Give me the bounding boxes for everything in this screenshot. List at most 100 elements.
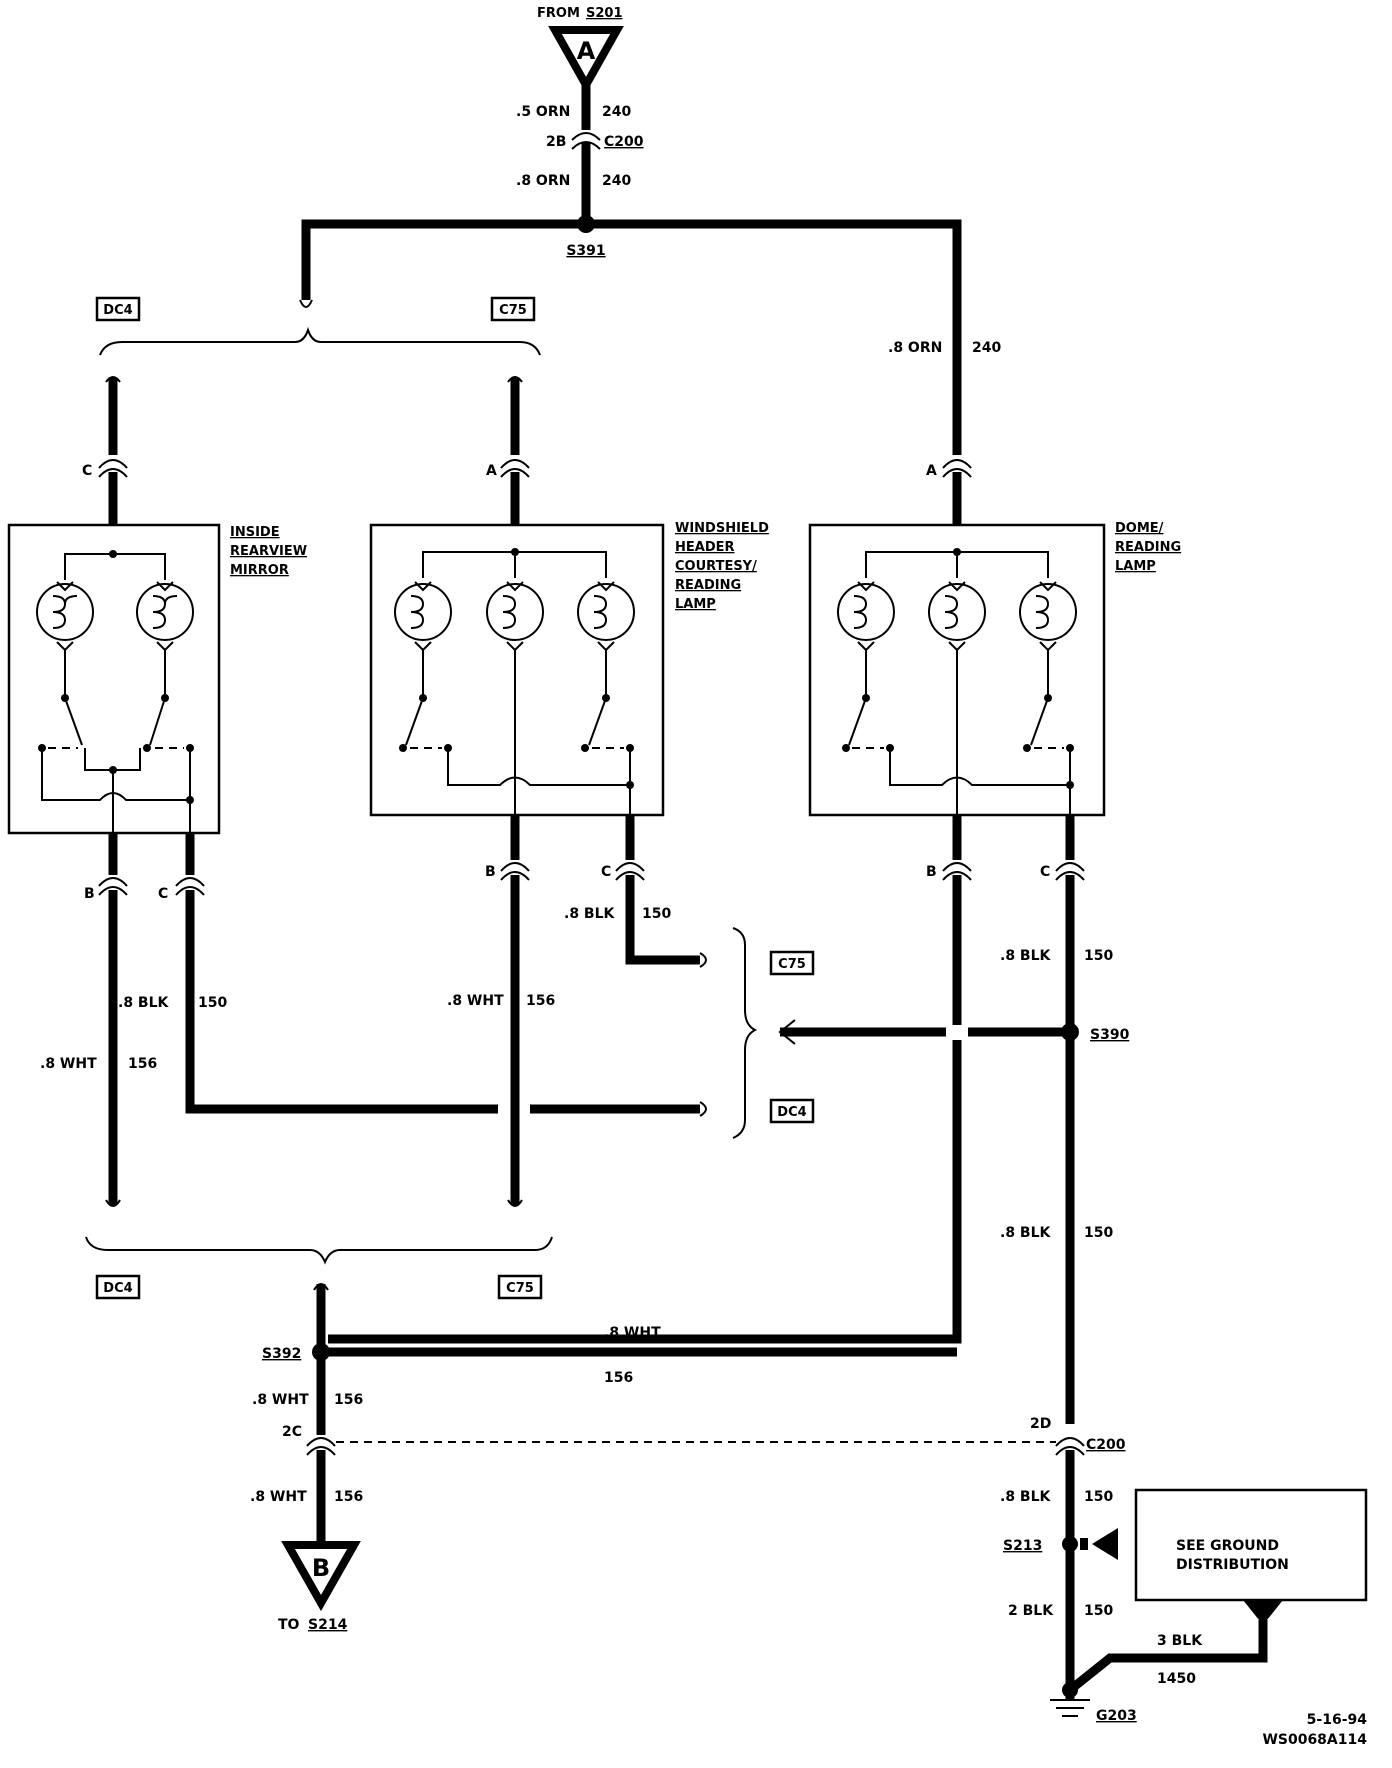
- wire-below-c200-circuit: 150: [1084, 1489, 1113, 1505]
- wire-right-feed-gauge: .8 ORN: [888, 340, 942, 356]
- c200-top-pin: 2B: [546, 134, 566, 150]
- windshield-header-lamp-box[interactable]: [369, 523, 665, 817]
- svg-text:SEE GROUND: SEE GROUND: [1176, 1538, 1279, 1554]
- ground-distribution-arrow-icon: [1092, 1528, 1118, 1560]
- svg-text:DC4: DC4: [103, 1281, 132, 1296]
- ground-symbol-icon: [1050, 1699, 1090, 1717]
- wire-top-circuit-2: 240: [602, 173, 631, 189]
- splice-s391-dot: [577, 215, 595, 233]
- wire-mirror-blk-circuit: 150: [198, 995, 227, 1011]
- footer-date: 5-16-94: [1307, 1712, 1368, 1728]
- svg-text:C: C: [601, 864, 611, 880]
- wire-1450: [1067, 1620, 1268, 1694]
- to-label: TO: [278, 1617, 300, 1633]
- c200-top-label: C200: [604, 134, 644, 150]
- wire-s392-circuit: 156: [604, 1370, 633, 1386]
- svg-text:INSIDE: INSIDE: [230, 525, 280, 540]
- svg-text:MIRROR: MIRROR: [230, 563, 289, 578]
- wire-240-feed: [301, 219, 962, 455]
- from-splice-label[interactable]: S201: [586, 6, 623, 21]
- bulb-icon: [136, 583, 194, 641]
- c200-bottom-pin-left: 2C: [282, 1424, 302, 1440]
- bulb-icon: [837, 583, 895, 641]
- svg-text:DOME/: DOME/: [1115, 521, 1164, 536]
- tag-c75-bottom[interactable]: [497, 1274, 543, 1300]
- tag-dc4-right[interactable]: [769, 1098, 815, 1124]
- svg-text:A: A: [486, 463, 497, 479]
- splice-s213-label[interactable]: S213: [1003, 1538, 1042, 1554]
- wire-mirror-wht-gauge: .8 WHT: [40, 1056, 97, 1072]
- wire-mirror-blk-gauge: .8 BLK: [118, 995, 170, 1011]
- svg-text:C75: C75: [778, 957, 806, 972]
- svg-text:READING: READING: [675, 578, 741, 593]
- bulb-icon: [577, 583, 635, 641]
- svg-text:REARVIEW: REARVIEW: [230, 544, 307, 559]
- splice-s392-dot: [312, 1343, 330, 1361]
- svg-text:DC4: DC4: [777, 1105, 806, 1120]
- wire-top-circuit-1: 240: [602, 104, 631, 120]
- svg-text:C75: C75: [499, 303, 527, 318]
- svg-text:B: B: [485, 864, 496, 880]
- to-splice-label[interactable]: S214: [308, 1617, 348, 1633]
- c200-top-connector-icon: [571, 132, 601, 141]
- splice-s392-label[interactable]: S392: [262, 1346, 301, 1362]
- bulb-icon: [486, 583, 544, 641]
- c200-bottom-label: C200: [1086, 1437, 1126, 1453]
- svg-text:HEADER: HEADER: [675, 540, 735, 555]
- bulb-icon: [1019, 583, 1077, 641]
- wire-header-blk-circuit: 150: [642, 906, 671, 922]
- wire-ground-trunk-circuit: 150: [1084, 1225, 1113, 1241]
- svg-text:READING: READING: [1115, 540, 1181, 555]
- right-brace: [732, 927, 758, 1139]
- svg-text:C: C: [82, 463, 92, 479]
- mirror-lamp-circuit: [36, 550, 194, 833]
- splice-s213-dot: [1062, 1536, 1078, 1552]
- wire-top-gauge-2: .8 ORN: [516, 173, 570, 189]
- source-connector-a-icon: [548, 26, 624, 94]
- bulb-icon: [36, 583, 94, 641]
- wire-top-gauge-1: .5 ORN: [516, 104, 570, 120]
- svg-text:WINDSHIELD: WINDSHIELD: [675, 521, 769, 536]
- wire-out-wht1-circuit: 156: [334, 1392, 363, 1408]
- footer-code: WS0068A114: [1262, 1732, 1367, 1748]
- tag-dc4-bottom[interactable]: [95, 1274, 141, 1300]
- from-label: FROM: [537, 6, 580, 21]
- wire-ground-circuit: 150: [1084, 1603, 1113, 1619]
- wire-distribution-gauge: 3 BLK: [1157, 1633, 1203, 1649]
- wire-header-wht-gauge: .8 WHT: [447, 993, 504, 1009]
- wire-distribution-circuit: 1450: [1157, 1671, 1196, 1687]
- wire-out-wht1-gauge: .8 WHT: [252, 1392, 309, 1408]
- destination-connector-b-icon: [281, 1541, 361, 1612]
- svg-text:LAMP: LAMP: [675, 597, 716, 612]
- svg-text:C75: C75: [506, 1281, 534, 1296]
- distribution-connector-icon: [1243, 1600, 1283, 1625]
- svg-text:C: C: [158, 886, 168, 902]
- wire-below-c200-gauge: .8 BLK: [1000, 1489, 1052, 1505]
- tag-c75-top[interactable]: [490, 296, 536, 322]
- wire-ground-gauge: 2 BLK: [1008, 1603, 1054, 1619]
- wire-header-wht-circuit: 156: [526, 993, 555, 1009]
- ground-g203-label[interactable]: G203: [1096, 1708, 1137, 1724]
- dome-lamp-circuit: [837, 548, 1077, 815]
- c200-bottom-connector-icon: [306, 1437, 336, 1447]
- svg-text:LAMP: LAMP: [1115, 559, 1156, 574]
- svg-text:DISTRIBUTION: DISTRIBUTION: [1176, 1557, 1289, 1573]
- wire-dome-blk-gauge: .8 BLK: [1000, 948, 1052, 964]
- svg-text:A: A: [926, 463, 937, 479]
- bottom-brace: [85, 1236, 553, 1265]
- header-lamp-circuit: [394, 548, 635, 815]
- c200-bottom-pin-right: 2D: [1030, 1416, 1051, 1432]
- wire-mirror-wht-circuit: 156: [128, 1056, 157, 1072]
- tag-dc4-top[interactable]: [95, 296, 141, 322]
- wire-out-wht2-circuit: 156: [334, 1489, 363, 1505]
- wire-out-wht2-gauge: .8 WHT: [250, 1489, 307, 1505]
- svg-text:C: C: [1040, 864, 1050, 880]
- splice-s390-label[interactable]: S390: [1090, 1027, 1130, 1043]
- source-connector-letter: A: [577, 37, 596, 65]
- svg-text:B: B: [84, 886, 95, 902]
- svg-text:COURTESY/: COURTESY/: [675, 559, 757, 574]
- tag-c75-right[interactable]: [769, 950, 815, 976]
- wire-dome-blk-circuit: 150: [1084, 948, 1113, 964]
- splice-s391-label[interactable]: S391: [566, 243, 605, 259]
